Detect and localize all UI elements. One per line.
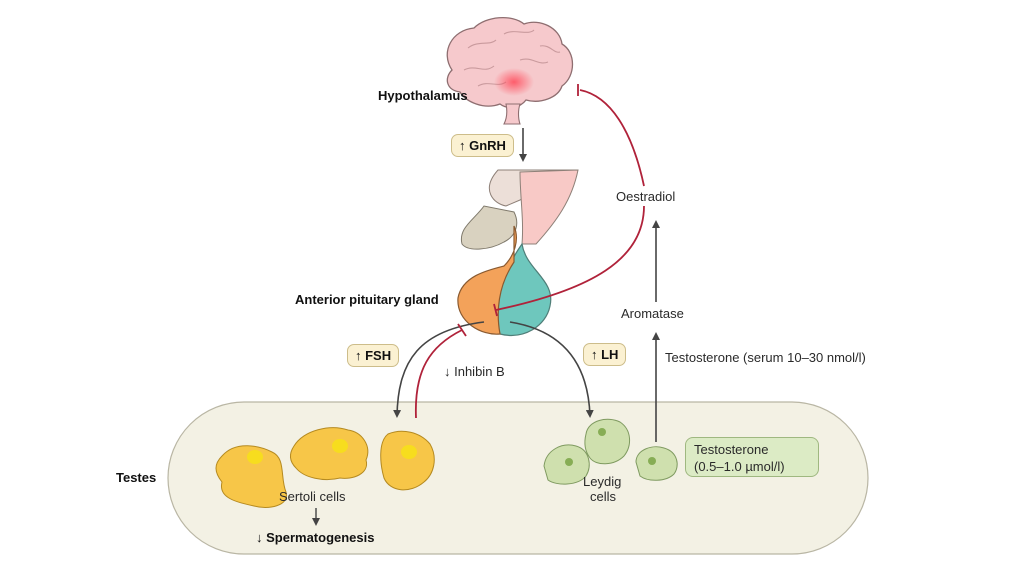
leydig-label-line2: cells <box>590 489 617 504</box>
leydig-label-line1: Leydig <box>583 474 622 489</box>
aromatase-label: Aromatase <box>621 306 684 321</box>
testes-label: Testes <box>116 470 157 485</box>
anterior-pituitary-label: Anterior pituitary gland <box>295 292 439 307</box>
leydig-cells <box>543 418 678 485</box>
lh-arrow <box>509 321 594 418</box>
brain-illustration <box>446 17 574 125</box>
inhibitory-feedback <box>414 84 645 419</box>
inhibin-b-label: ↓ Inhibin B <box>444 364 505 379</box>
testosterone-box-line2: (0.5–1.0 µmol/l) <box>694 459 785 474</box>
oestradiol-label: Oestradiol <box>616 189 676 204</box>
fsh-label: ↑ FSH <box>347 344 400 367</box>
sertoli-cells-label: Sertoli cells <box>279 489 346 504</box>
pituitary-illustration <box>457 169 579 336</box>
gnrh-label: ↑ GnRH <box>451 134 514 157</box>
testosterone-concentration-box: Testosterone (0.5–1.0 µmol/l) <box>685 437 819 477</box>
hypothalamus-highlight <box>494 68 534 96</box>
fsh-arrow <box>393 321 485 418</box>
lh-label: ↑ LH <box>583 343 627 366</box>
sertoli-cells <box>215 427 435 508</box>
testosterone-box-line1: Testosterone <box>694 442 769 457</box>
hypothalamus-label: Hypothalamus <box>378 88 468 103</box>
spermatogenesis-label: ↓ Spermatogenesis <box>256 530 375 545</box>
testosterone-serum-label: Testosterone (serum 10–30 nmol/l) <box>665 350 866 365</box>
